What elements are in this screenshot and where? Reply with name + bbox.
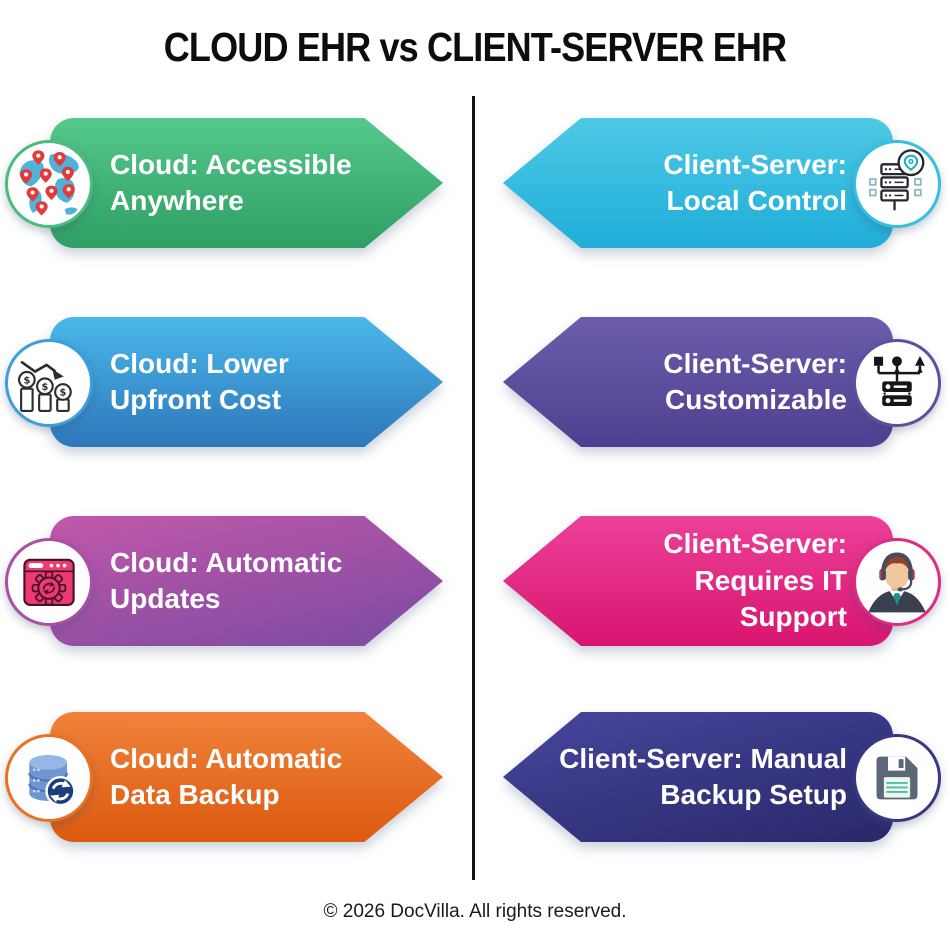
svg-text:$: $ [23,375,30,386]
globe-pins-icon [5,140,93,228]
server-flowchart-icon [853,339,941,427]
svg-text:$: $ [60,388,67,399]
browser-gear-update-icon [5,538,93,626]
banner-client-server-requires-it-support: Client-Server: Requires IT Support [503,516,893,646]
banner-client-server-customizable: Client-Server: Customizable [503,317,893,447]
it-support-agent-icon [853,538,941,626]
banner-cloud-automatic-data-backup: Cloud: Automatic Data Backup [50,712,443,842]
banner-shape [50,317,443,447]
banner-client-server-local-control: Client-Server: Local Control [503,118,893,248]
server-location-icon [853,140,941,228]
banner-shape [503,118,893,248]
banner-shape [50,118,443,248]
banner-cloud-lower-upfront-cost: Cloud: Lower Upfront Cost [50,317,443,447]
banner-cloud-accessible-anywhere: Cloud: Accessible Anywhere [50,118,443,248]
database-sync-icon [5,734,93,822]
banner-cloud-automatic-updates: Cloud: Automatic Updates [50,516,443,646]
vertical-divider [472,96,475,880]
banner-shape [50,516,443,646]
banner-shape [503,712,893,842]
banner-shape [503,317,893,447]
page-title: CLOUD EHR vs CLIENT-SERVER EHR [163,24,787,70]
copyright-text: © 2026 DocVilla. All rights reserved. [323,901,627,922]
banner-shape [503,516,893,646]
declining-cost-chart-icon: $ $ $ [5,339,93,427]
banner-client-server-manual-backup: Client-Server: Manual Backup Setup [503,712,893,842]
floppy-disk-icon [853,734,941,822]
svg-text:$: $ [41,382,48,393]
banner-shape [50,712,443,842]
